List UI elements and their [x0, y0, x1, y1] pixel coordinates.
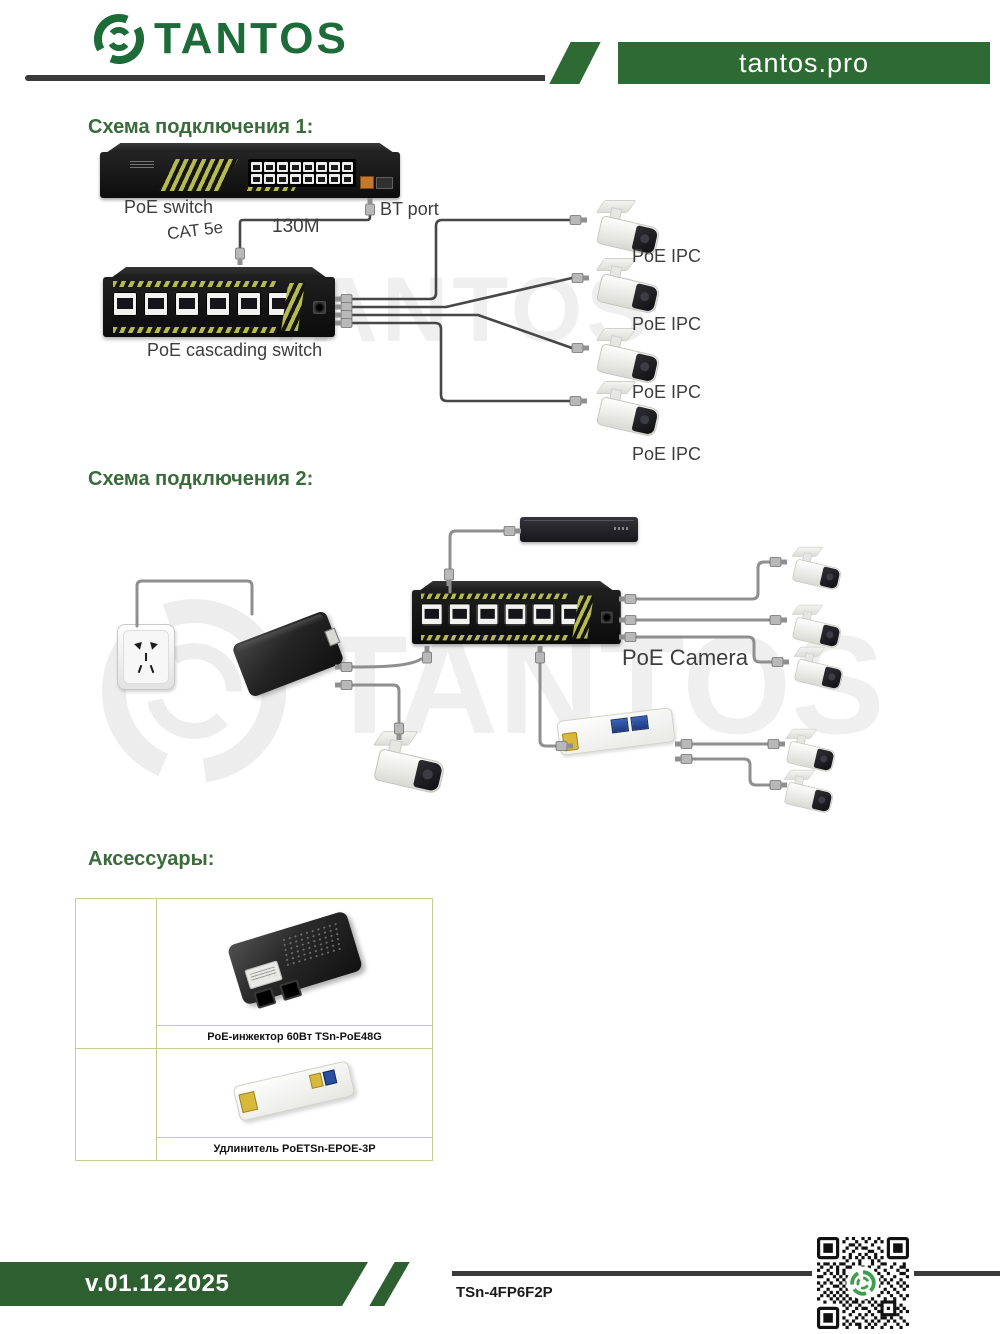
header-logo: TANTOS [92, 12, 349, 66]
switch6-dc-jack [313, 301, 326, 314]
switch6-right-panel [281, 283, 305, 331]
accessory-injector-image [215, 909, 375, 1013]
footer-model: TSn-4FP6F2P [456, 1284, 553, 1301]
switch16-bt-uplink-port [360, 176, 374, 189]
injector-body [231, 609, 345, 699]
poe-injector [231, 609, 345, 702]
switch16-panel-left [158, 159, 238, 191]
diagram2-title: Схема подключения 2: [88, 468, 314, 490]
poe-ipc-label-4: PoE IPC [632, 444, 702, 464]
switch6-ports [113, 292, 292, 316]
qr-code [812, 1232, 914, 1334]
header-divider-line [25, 75, 545, 81]
injector-rj45-port [324, 627, 341, 647]
poe-camera-1 [784, 546, 846, 592]
power-outlet [117, 624, 175, 690]
site-banner-label: tantos.pro [738, 47, 870, 78]
poe-camera-3 [786, 646, 848, 692]
bt-port-label: BT port [380, 199, 439, 219]
site-banner: tantos.pro [618, 42, 990, 84]
poe-ipc-camera-3 [586, 327, 666, 385]
qr-alignment-pattern [880, 1300, 897, 1317]
switch16-port-grid [248, 159, 356, 187]
tantos-logo-icon [94, 14, 144, 64]
poe-ipc-label-1: PoE IPC [632, 246, 702, 266]
brand-text: TANTOS [154, 14, 349, 63]
accessory-extender-caption: Удлинитель PoETSn-EPOE-3P [157, 1138, 432, 1160]
poe-camera-6 [776, 769, 838, 815]
extender-yellow-port [237, 1091, 258, 1114]
qr-finder-patterns [817, 1237, 909, 1329]
poe-camera-4 [362, 730, 452, 795]
accessory-injector-caption: PoE-инжектор 60Вт TSn-PoE48G [157, 1026, 432, 1048]
header-slash [549, 42, 601, 84]
cable-switch-to-cam1 [634, 560, 772, 601]
outlet-face [123, 630, 169, 684]
footer-divider-line [452, 1271, 1000, 1276]
poe-ipc-label-3: PoE IPC [632, 382, 702, 402]
poe-camera-5 [778, 728, 840, 774]
accessories-title: Аксессуары: [88, 848, 215, 870]
footer-slash [369, 1262, 410, 1306]
accessory-extender-image-cell [157, 1049, 432, 1137]
injector-vents [280, 920, 345, 969]
switch16-top-face [106, 143, 394, 153]
poe-switch-diagram2 [412, 581, 621, 644]
switch6-stripe-top [113, 281, 277, 287]
distance-label: 130M [272, 216, 320, 237]
extender-body [556, 707, 676, 756]
switch16-print [130, 161, 154, 169]
accessories-table-cell-empty-1 [76, 899, 156, 1048]
outlet-slot-icon [133, 640, 142, 650]
poe-camera-2 [784, 604, 846, 650]
footer-version-bar: v.01.12.2025 [0, 1262, 368, 1306]
extender-input-port [561, 731, 579, 752]
qr-code-svg [817, 1237, 909, 1329]
switch6-top-face [111, 267, 327, 278]
extender-right-ports [308, 1069, 337, 1089]
accessories-table-cell-empty-2 [76, 1049, 156, 1160]
switch16-body [100, 152, 400, 198]
accessory-injector-image-cell [157, 899, 432, 1025]
poe-cascading-switch [103, 267, 335, 337]
switch6-body [103, 277, 335, 337]
cascading-switch-label: PoE cascading switch [147, 340, 323, 360]
footer-version: v.01.12.2025 [85, 1270, 230, 1297]
poe-switch-16port [100, 143, 400, 198]
accessories-table: PoE-инжектор 60Вт TSn-PoE48G Удлинитель … [75, 898, 433, 1161]
qr-center-logo-icon [846, 1266, 880, 1300]
poe-extender [556, 706, 676, 756]
switch16-sfp-port [376, 177, 393, 189]
cat5e-label: CAT 5e [165, 217, 224, 244]
poe-switch-label: PoE switch [124, 197, 214, 217]
nvr-recorder [520, 517, 638, 542]
poe-camera-label: PoE Camera [622, 645, 748, 670]
diagram1-title: Схема подключения 1: [88, 116, 314, 138]
extender-output-ports [610, 715, 649, 734]
accessory-extender-image [225, 1057, 365, 1127]
switch6-stripe-bottom [113, 327, 277, 333]
poe-ipc-label-2: PoE IPC [632, 314, 702, 334]
